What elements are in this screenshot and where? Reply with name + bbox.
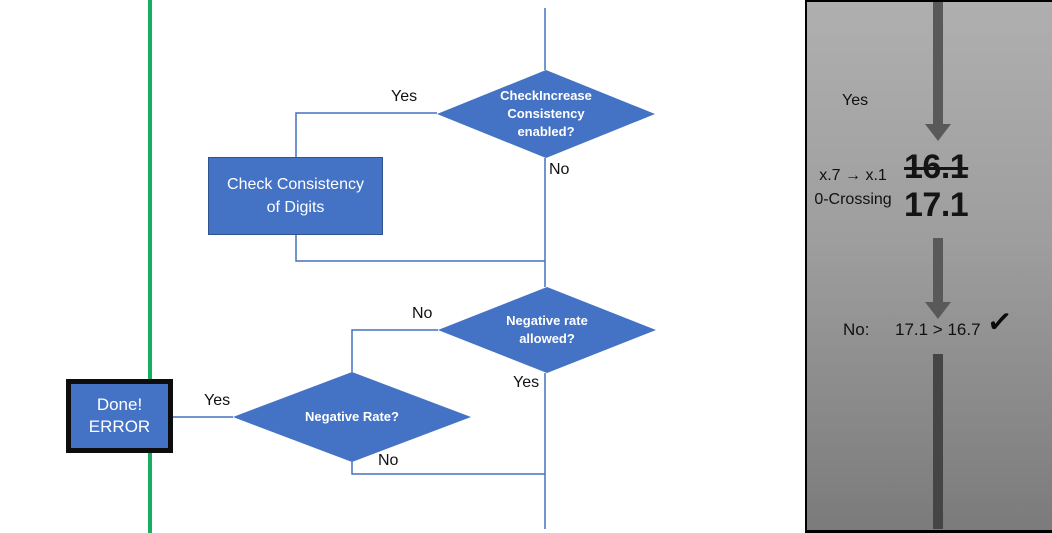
down-arrow-shaft-top [933, 2, 943, 125]
panel-rule-line1: x.7 → x.1 [819, 167, 887, 184]
down-arrow-head-middle [925, 302, 951, 319]
panel-new-value: 17.1 [904, 186, 969, 224]
panel-result-label: No: [843, 320, 870, 339]
decision-negative-rate-allowed-line1: Negative rate [506, 313, 588, 328]
process-check-consistency-of-digits: Check Consistency of Digits [208, 157, 383, 235]
process-check-consistency-line1: Check Consistency [227, 176, 364, 193]
terminal-done-line1: Done! [96, 395, 143, 414]
panel-rule-line2: 0-Crossing [814, 191, 892, 208]
down-arrow-shaft-bottom [933, 354, 943, 529]
decision-negative-rate-text: Negative Rate? [305, 409, 399, 424]
green-divider-line [148, 0, 152, 533]
edge-label-yes-mid: Yes [513, 374, 540, 391]
panel-values: 16.1 17.1 [904, 148, 969, 224]
panel-comparison: 17.1 > 16.7 [895, 320, 981, 339]
decision-check-increase-line2: Consistency [507, 106, 585, 121]
down-arrow-head-top [925, 124, 951, 141]
decision-check-increase-line1: CheckIncrease [500, 88, 592, 103]
terminal-done-error: Done! ERROR [66, 379, 173, 453]
edge-label-yes-top: Yes [391, 88, 418, 105]
panel-yes-label: Yes [842, 92, 869, 109]
decision-negative-rate-allowed-line2: allowed? [519, 331, 575, 346]
example-trace-panel: Yes x.7 → x.1 0-Crossing 16.1 17.1 No: 1… [805, 0, 1052, 533]
process-check-consistency-line2: of Digits [266, 199, 325, 216]
decision-check-increase-line3: enabled? [517, 124, 575, 139]
panel-old-value: 16.1 [904, 148, 969, 186]
edge-label-no-mid: No [412, 305, 433, 322]
down-arrow-shaft-middle [933, 238, 943, 303]
terminal-done-line2: ERROR [88, 417, 151, 436]
checkmark-icon: ✓ [985, 304, 1014, 341]
connector-no-to-negrate [351, 329, 438, 372]
connector-negrate-no-join [351, 462, 545, 475]
edge-label-no-top: No [549, 161, 570, 178]
connector-process-to-main [295, 235, 545, 262]
panel-rule-text: x.7 → x.1 0-Crossing [807, 164, 899, 212]
edge-label-no-bottom: No [378, 452, 399, 469]
edge-label-yes-done: Yes [204, 392, 231, 409]
connector-yes-to-process [295, 112, 437, 157]
